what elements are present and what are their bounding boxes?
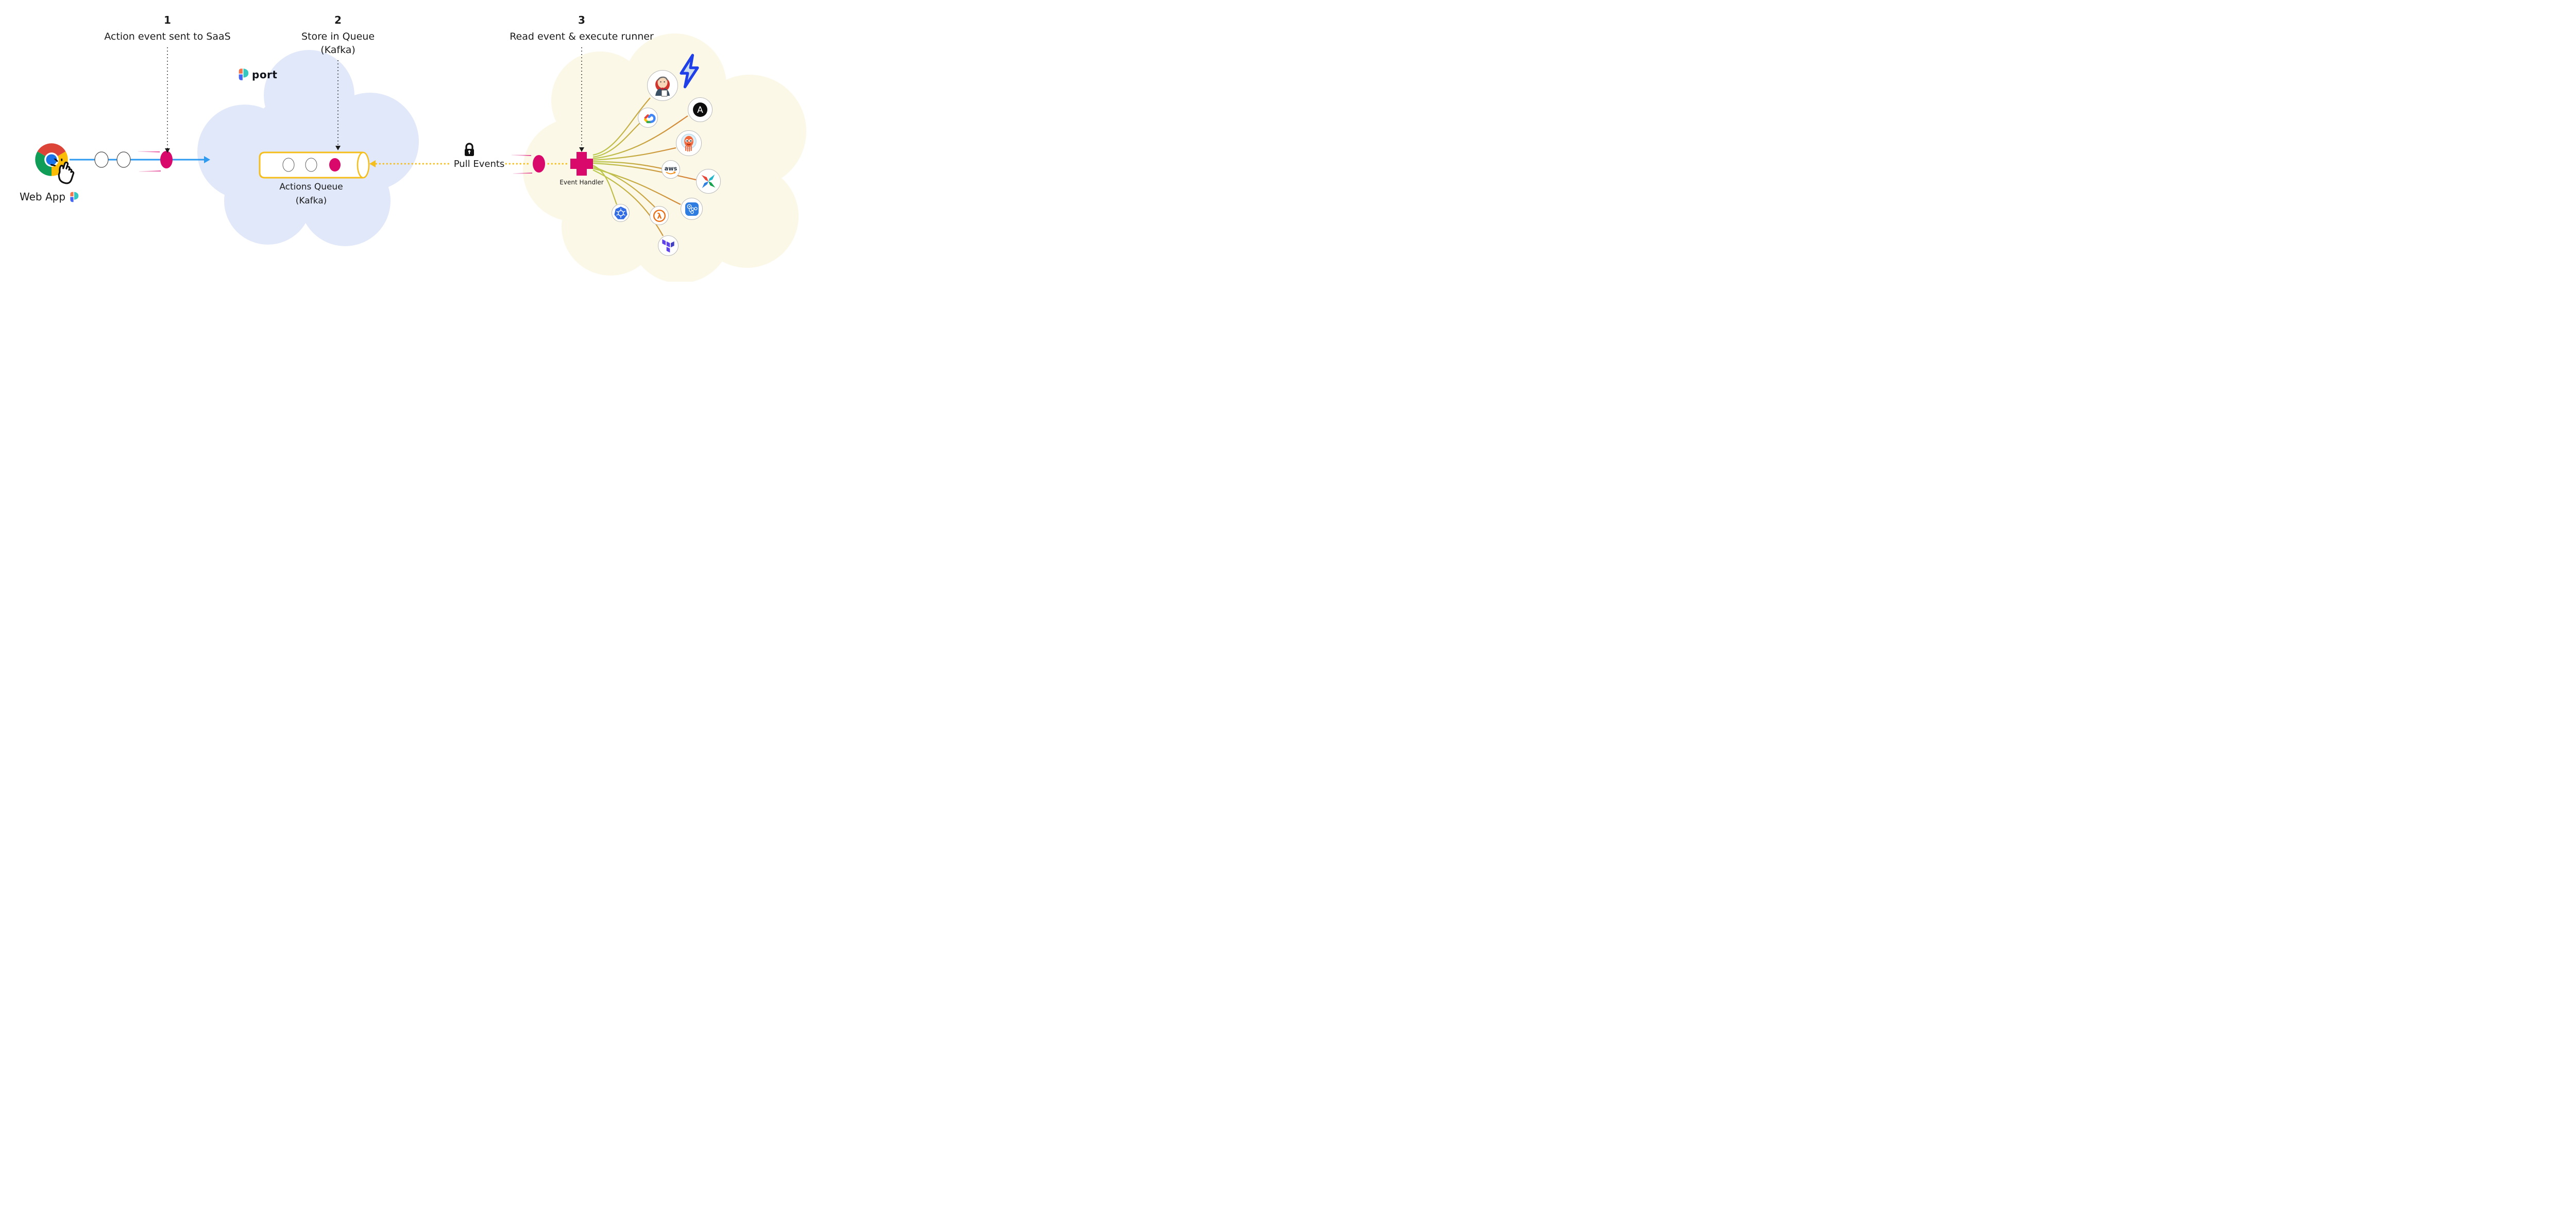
aws-wordmark: aws [665, 165, 677, 172]
event-handler-label: Event Handler [560, 179, 604, 186]
pull-events-label: Pull Events [453, 159, 505, 169]
port-logo-icon [239, 68, 249, 80]
google-cloud-icon [638, 108, 658, 128]
queue-empty-dot [94, 151, 109, 168]
lock-icon [465, 143, 474, 156]
step-2: 2 Store in Queue (Kafka) [301, 14, 375, 56]
jenkins-icon [647, 70, 678, 101]
click-hand-icon [50, 159, 75, 184]
queue-empty-dot [305, 158, 317, 172]
connector-layer [70, 47, 697, 236]
step-2-sublabel: (Kafka) [320, 44, 355, 56]
ansible-letter: A [697, 105, 703, 115]
airflow-icon [696, 169, 721, 194]
queue-empty-dot [282, 158, 295, 172]
step-1-label: Action event sent to SaaS [104, 31, 231, 42]
ansible-icon: A [688, 97, 713, 122]
lambda-letter: λ [657, 211, 662, 220]
pulled-event-dot [533, 155, 545, 173]
step2-arrowhead [335, 146, 341, 150]
actions-queue-label: Actions Queue [279, 182, 343, 192]
aws-lambda-icon: λ [650, 206, 669, 225]
action-event-dot [160, 151, 173, 168]
step-arrows [167, 47, 582, 148]
step-3: 3 Read event & execute runner [510, 14, 654, 42]
octopus-deploy-icon [676, 130, 702, 156]
pull-arrowhead [369, 160, 376, 167]
port-wordmark: port [252, 68, 278, 81]
runner-fan-lines [592, 97, 697, 236]
step-1: 1 Action event sent to SaaS [104, 14, 230, 42]
queued-event-dot [329, 158, 341, 172]
web-app: Web App [20, 191, 79, 203]
step-3-label: Read event & execute runner [510, 31, 654, 42]
kubernetes-icon [612, 204, 630, 222]
port-logo: port [238, 67, 277, 81]
lightning-bolt-icon [680, 54, 699, 89]
web-app-label: Web App [20, 191, 66, 203]
event-handler-plus [570, 152, 593, 176]
queue-empty-dot [116, 151, 131, 168]
step-1-number: 1 [164, 14, 171, 26]
step1-arrowhead [165, 148, 170, 153]
step3-arrowhead [579, 147, 584, 152]
aws-icon: aws [662, 160, 680, 179]
step-2-number: 2 [334, 14, 342, 26]
kubeflow-pipelines-icon [681, 198, 703, 220]
speed-lines [134, 151, 161, 172]
actions-queue-sublabel: (Kafka) [295, 196, 327, 206]
speed-lines [508, 155, 533, 174]
webapp-to-cloud-arrow [70, 151, 210, 172]
step-2-label: Store in Queue [301, 31, 375, 42]
actions-queue-cylinder [259, 151, 370, 179]
terraform-icon [658, 235, 679, 256]
diagram-canvas: 1 Action event sent to SaaS 2 Store in Q… [0, 0, 808, 282]
step-3-number: 3 [578, 14, 585, 26]
port-logo-icon [70, 192, 79, 202]
